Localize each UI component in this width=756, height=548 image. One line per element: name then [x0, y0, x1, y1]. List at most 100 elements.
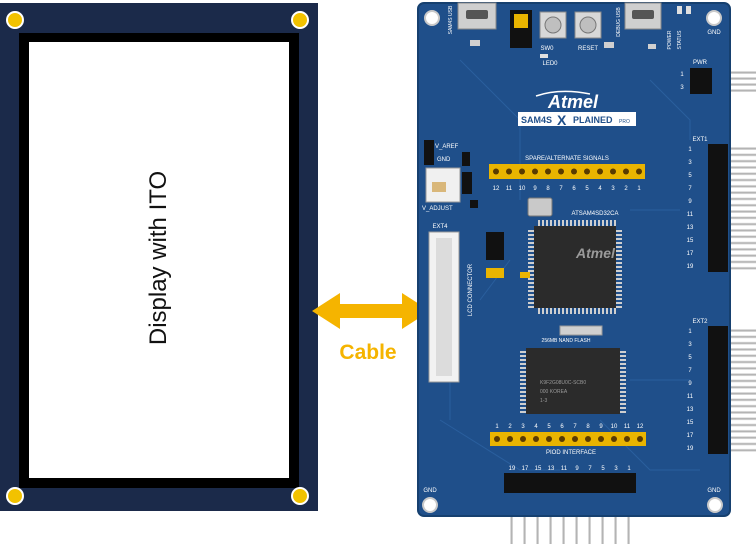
display-label: Display with ITO — [145, 171, 172, 345]
header-pin — [726, 228, 756, 232]
v-aref-header — [424, 140, 434, 165]
header-pin — [726, 385, 756, 389]
power-label: POWER — [667, 30, 673, 49]
piod-header — [490, 432, 646, 446]
header-hole — [572, 436, 578, 442]
spare-signals-holes — [493, 168, 642, 175]
header-hole — [636, 168, 642, 175]
pin-number: 2 — [508, 424, 512, 430]
chip-brand-logo: Atmel — [575, 245, 616, 261]
header-hole — [585, 436, 591, 442]
header-pin — [726, 266, 756, 270]
ext2-label: EXT2 — [692, 319, 708, 325]
sw0-label: SW0 — [540, 46, 554, 52]
header-pin — [726, 335, 756, 339]
header-pin — [726, 260, 756, 264]
header-pin — [726, 77, 756, 80]
header-pin — [726, 247, 756, 251]
reset-label: RESET — [578, 46, 598, 52]
product-plained-text: PLAINED — [573, 115, 613, 125]
header-pin — [726, 184, 756, 188]
header-pin — [726, 436, 756, 440]
header-hole — [610, 168, 616, 175]
product-sam-text: SAM4S — [521, 115, 552, 125]
header-pin — [726, 241, 756, 245]
header-hole — [519, 168, 525, 175]
pin-number: 15 — [687, 420, 694, 426]
cable-label: Cable — [339, 341, 396, 364]
header-hole — [623, 168, 629, 175]
header-pin — [726, 329, 756, 332]
flash-marking-3: 1-3 — [540, 398, 547, 404]
header-hole — [598, 436, 604, 442]
pin-number: 9 — [599, 424, 603, 430]
header-pin — [726, 71, 756, 74]
header-pin — [726, 354, 756, 358]
pin-number: 13 — [687, 407, 694, 413]
header-pin — [726, 366, 756, 370]
ext1-header — [708, 144, 728, 272]
header-pin — [726, 404, 756, 408]
mounting-hole-icon — [291, 11, 309, 29]
display-screen — [29, 42, 289, 478]
header-pin — [726, 429, 756, 433]
ext3-header — [504, 473, 636, 493]
pin-number: 3 — [688, 160, 692, 166]
pin-number: 12 — [637, 424, 644, 430]
header-pin — [726, 222, 756, 226]
pin-number: 11 — [687, 212, 694, 218]
debug-usb-label: DEBUG USB — [616, 7, 622, 37]
pin-number: 11 — [624, 424, 631, 430]
mounting-hole-icon — [6, 487, 24, 505]
header-pin — [726, 347, 756, 351]
header-hole — [533, 436, 539, 442]
header-pin — [726, 373, 756, 377]
pin-number: 17 — [687, 251, 694, 257]
pin-number: 1 — [627, 466, 631, 472]
header-hole — [546, 436, 552, 442]
product-pro-text: PRO — [619, 119, 630, 125]
pin-number: 17 — [522, 466, 529, 472]
pin-number: 5 — [688, 173, 692, 179]
pin-number: 6 — [572, 186, 576, 192]
pin-number: 8 — [586, 424, 590, 430]
ext1-header-pins — [726, 147, 756, 270]
header-pin — [726, 191, 756, 195]
header-hole — [506, 168, 512, 175]
board-pcb-edge — [417, 2, 731, 517]
header-hole — [558, 168, 564, 175]
pin-number: 7 — [688, 186, 692, 192]
header-hole — [637, 436, 643, 442]
pin-number: 6 — [560, 424, 564, 430]
chip-part-label: ATSAM4SD32CA — [572, 211, 619, 217]
header-pin — [726, 89, 756, 92]
piod-holes — [494, 436, 643, 442]
pin-number: 1 — [637, 186, 641, 192]
atmel-swoosh-icon — [535, 90, 591, 97]
header-pin — [726, 360, 756, 364]
pin-number: 3 — [614, 466, 618, 472]
header-pin — [726, 423, 756, 427]
pin-number: 9 — [533, 186, 537, 192]
header-pin — [726, 159, 756, 163]
pin-number: 5 — [585, 186, 589, 192]
header-hole — [494, 436, 500, 442]
header-pin — [726, 178, 756, 182]
pin-number: 13 — [687, 225, 694, 231]
header-pin — [726, 410, 756, 414]
pin-number: 12 — [493, 186, 500, 192]
pin-number: 17 — [687, 433, 694, 439]
dev-board: SAM4S USB DEBUG USB SW0 RESET LED0 POWER… — [417, 2, 756, 544]
header-hole — [584, 168, 590, 175]
header-pin — [726, 442, 756, 446]
header-pin — [726, 172, 756, 176]
header-pin — [726, 147, 756, 150]
flash-label: 256MB NAND FLASH — [542, 338, 591, 344]
pwr-header — [690, 68, 712, 94]
pwr-pin3-label: 3 — [680, 85, 684, 91]
board-hole-icon — [424, 10, 440, 26]
cable-connection: Cable — [312, 293, 430, 364]
pin-number: 19 — [509, 466, 516, 472]
